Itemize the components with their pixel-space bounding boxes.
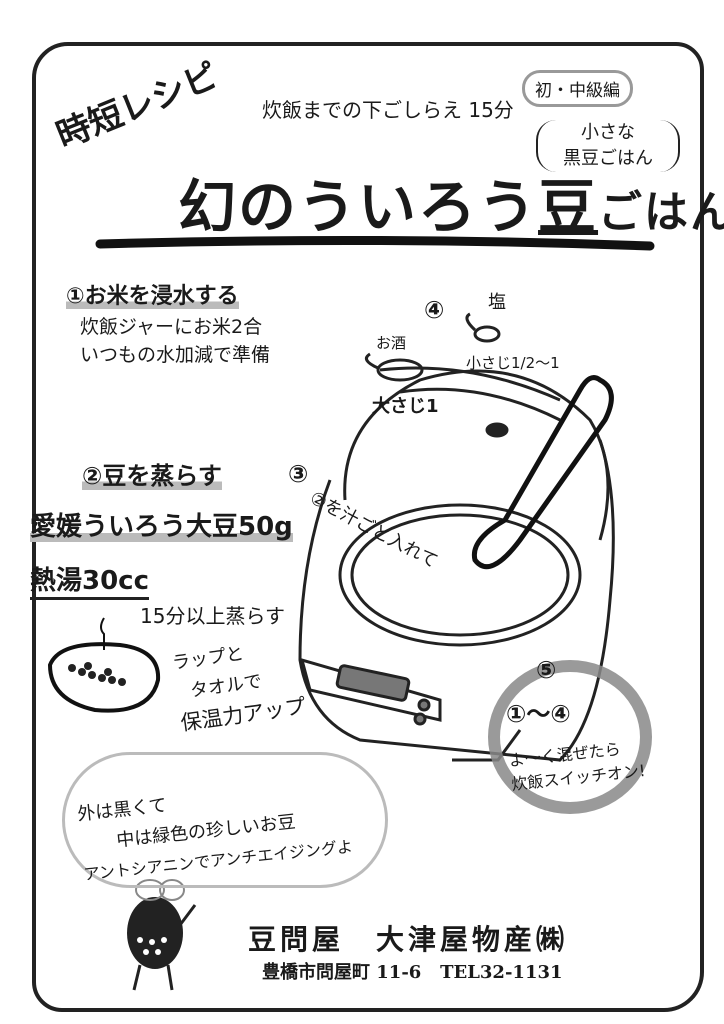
step2-title: ②豆を蒸らす: [82, 456, 222, 491]
step1-line: 炊飯ジャーにお米2合: [80, 316, 263, 338]
title-underline: [95, 235, 655, 251]
ingredient-beans: 愛媛ういろう大豆50g: [30, 506, 293, 543]
bean-mascot-icon: [127, 879, 197, 991]
side-note-line: 小さな: [581, 122, 635, 143]
step3-number: ③: [288, 460, 309, 488]
side-note: 小さな黒豆ごはん: [536, 120, 680, 172]
bean-bowl-icon: [47, 617, 161, 713]
address-text: 豊橋市問屋町 11-6: [262, 962, 422, 983]
ingredient-water: 熱湯30cc: [30, 560, 150, 600]
recipe-title: 幻のういろう豆ごはん: [178, 160, 724, 244]
title-end: ごはん: [598, 187, 724, 238]
step1-line: いつもの水加減で準備: [80, 344, 271, 366]
step1-title-text: ①お米を浸水する: [66, 284, 239, 309]
tel-text: TEL32-1131: [440, 962, 563, 983]
step1-title: ①お米を浸水する: [66, 278, 239, 310]
spoon-icon: [471, 375, 614, 570]
level-badge: 初・中級編: [522, 70, 633, 107]
measuring-spoons-icon: [364, 312, 501, 382]
sake-label: お酒: [376, 334, 407, 352]
step5-number: ⑤: [536, 656, 557, 684]
speech-bubble: [62, 752, 388, 888]
step2-title-text: ②豆を蒸らす: [82, 462, 222, 490]
wrap-tip: ラップと タオルで 保温力アップ: [170, 632, 307, 739]
title-mame: 豆: [538, 173, 599, 241]
title-main: 幻のういろう: [178, 173, 539, 241]
step4-number: ④: [424, 296, 445, 324]
prep-time-subtitle: 炊飯までの下ごしらえ 15分: [262, 98, 514, 122]
ingredient-text: 愛媛ういろう大豆50g: [30, 512, 293, 542]
company-address: 豊橋市問屋町 11-6 TEL32-1131: [262, 958, 563, 984]
step5-range: ①〜④: [506, 700, 571, 728]
salt-label: 塩: [488, 292, 506, 313]
company-name: 豆問屋 大津屋物産㈱: [248, 923, 569, 956]
side-note-line: 黒豆ごはん: [563, 148, 653, 169]
sake-amount: 大さじ1: [372, 396, 439, 417]
steam-time-note: 15分以上蒸らす: [140, 604, 286, 628]
salt-amount: 小さじ1/2〜1: [466, 354, 560, 372]
